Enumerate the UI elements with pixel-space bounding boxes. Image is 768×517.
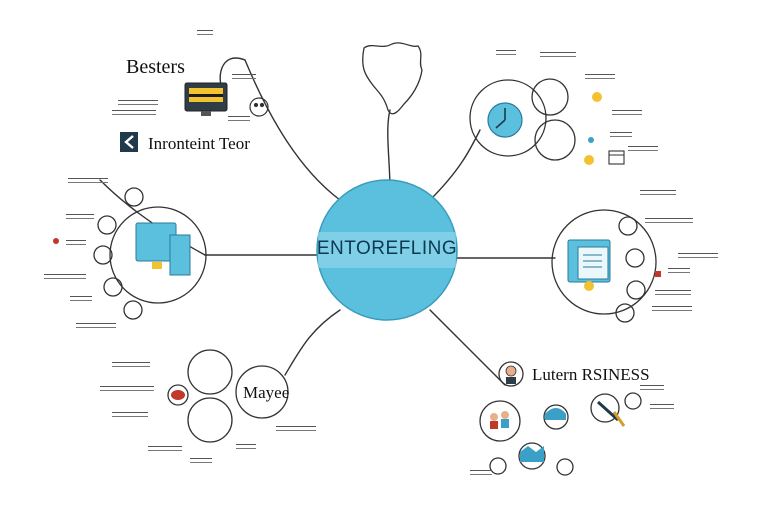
bottom-right-cluster (479, 361, 642, 476)
annotation (76, 323, 116, 328)
annotation (68, 178, 108, 183)
center-label: ENTOREFLING (316, 238, 458, 259)
annotation (668, 268, 690, 273)
annotation (612, 110, 642, 115)
annotation (655, 290, 691, 295)
branch-title-2: Inronteint Teor (148, 134, 250, 153)
clock-icon (487, 102, 523, 138)
annotation (66, 214, 94, 219)
annotation (190, 458, 212, 463)
annotation (640, 385, 664, 390)
branch-title-1: Besters (126, 56, 185, 78)
sun-icon (592, 92, 602, 102)
monitor-icon (184, 82, 228, 116)
wrench-icon (596, 400, 626, 427)
red-marker-icon (655, 271, 661, 277)
center-node (316, 179, 458, 321)
bulb-icon (584, 155, 594, 165)
shoe-icon (171, 390, 185, 400)
annotation (640, 190, 676, 195)
annotation (228, 116, 250, 121)
report-icon (567, 239, 611, 291)
team-icon (490, 411, 509, 429)
annotation (610, 132, 632, 137)
map-icon (520, 446, 544, 462)
dot-icon (588, 137, 594, 143)
annotation (236, 444, 256, 449)
right-cluster (551, 209, 657, 323)
annotation (112, 362, 150, 367)
pin-icon (53, 238, 59, 244)
person-icon (505, 365, 517, 384)
branch-title-4: Lutern RSINESS (532, 365, 650, 384)
calendar-icon (608, 150, 625, 165)
annotation (540, 52, 576, 57)
document-icon (135, 222, 191, 276)
chevron-icon (120, 132, 138, 152)
top-right-cluster (469, 78, 576, 161)
annotation (66, 240, 86, 245)
annotation (100, 386, 154, 391)
ship-icon (545, 408, 566, 420)
annotation (628, 146, 658, 151)
annotation (118, 100, 158, 105)
annotation (496, 50, 516, 55)
annotation (232, 74, 256, 79)
annotation (148, 446, 182, 451)
annotation (470, 470, 492, 475)
map-outline (362, 42, 423, 115)
annotation (678, 253, 718, 258)
annotation (652, 306, 692, 311)
annotation (70, 296, 92, 301)
annotation (112, 412, 148, 417)
annotation (44, 274, 86, 279)
annotation (645, 218, 693, 223)
annotation (650, 404, 674, 409)
left-cluster (93, 187, 207, 320)
branch-title-3: Mayee (243, 383, 290, 402)
annotation (197, 30, 213, 35)
robot-icon (249, 97, 269, 117)
annotation (112, 110, 156, 115)
bottom-middle-cluster (167, 349, 289, 443)
annotation (276, 426, 316, 431)
annotation (585, 74, 615, 79)
